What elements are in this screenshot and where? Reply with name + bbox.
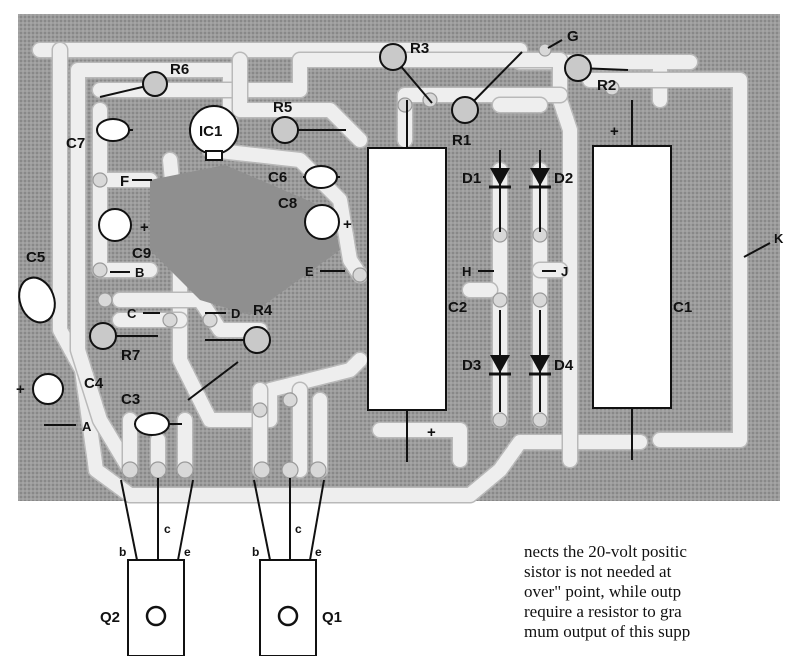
- body-text-line: sistor is not needed at: [524, 562, 672, 581]
- capacitor-c8: [304, 204, 340, 240]
- capacitor-c2: [367, 100, 447, 462]
- label-c4: C4: [84, 375, 104, 392]
- label-g: G: [567, 28, 579, 45]
- label-d1: D1: [462, 170, 481, 187]
- ground-plane-region: [150, 165, 340, 315]
- label-j: J: [561, 264, 568, 279]
- label-q1-pin-e: e: [315, 545, 322, 559]
- label-d3: D3: [462, 357, 481, 374]
- label-c8: C8: [278, 195, 297, 212]
- label-f: F: [120, 173, 129, 190]
- label-ic1: IC1: [199, 123, 222, 140]
- label-c6: C6: [268, 169, 287, 186]
- label-c1: C1: [673, 299, 692, 316]
- label-q1-pin-c: c: [295, 522, 302, 536]
- label-c: C: [127, 306, 137, 321]
- capacitor-c4: [32, 373, 64, 405]
- label-plus-c4: +: [16, 381, 25, 398]
- capacitor-c5: [18, 276, 56, 324]
- resistor-r7: [89, 322, 158, 350]
- transistor-q1-leads: [253, 478, 325, 561]
- resistor-r6: [99, 71, 168, 98]
- body-text-line: require a resistor to gra: [524, 602, 682, 621]
- label-plus-c1: +: [610, 123, 619, 140]
- label-q2-pin-e: e: [184, 545, 191, 559]
- solder-pads: [92, 43, 620, 479]
- label-c7: C7: [66, 135, 85, 152]
- label-plus-c2: +: [427, 424, 436, 441]
- label-r5: R5: [273, 99, 292, 116]
- test-point-markers: [44, 39, 771, 426]
- label-q2-pin-c: c: [164, 522, 171, 536]
- label-b: B: [135, 265, 144, 280]
- diode-d4: [529, 310, 551, 412]
- label-c3: C3: [121, 391, 140, 408]
- resistor-r1: [451, 51, 523, 124]
- diode-d2: [529, 150, 551, 232]
- label-h: H: [462, 264, 471, 279]
- label-r4: R4: [253, 302, 273, 319]
- resistor-r4: [205, 326, 271, 354]
- body-text-fragment: nects the 20-volt positic sistor is not …: [524, 542, 790, 656]
- body-text-line: mum output of this supp: [524, 622, 691, 641]
- capacitor-c6: [303, 165, 340, 189]
- label-c5: C5: [26, 249, 45, 266]
- label-plus-c9: +: [140, 219, 149, 236]
- diode-d1: [489, 150, 511, 232]
- capacitor-c7: [96, 118, 133, 142]
- resistor-r3: [379, 43, 433, 104]
- component-labels: R6 C7 IC1 R5 R3 R1 G R2 + F C6 D1 D2 C8 …: [16, 28, 784, 626]
- label-q2: Q2: [100, 609, 120, 626]
- capacitor-c9: [98, 208, 132, 242]
- capacitor-c1: [592, 100, 672, 460]
- label-q2-pin-b: b: [119, 545, 126, 559]
- resistor-r2: [564, 54, 629, 82]
- label-d: D: [231, 306, 240, 321]
- label-d2: D2: [554, 170, 573, 187]
- label-r7: R7: [121, 347, 140, 364]
- label-q1-pin-b: b: [252, 545, 259, 559]
- label-k: K: [774, 231, 784, 246]
- label-d4: D4: [554, 357, 574, 374]
- diode-d3: [489, 310, 511, 412]
- label-q1: Q1: [322, 609, 342, 626]
- label-a: A: [82, 419, 92, 434]
- body-text-line: nects the 20-volt positic: [524, 542, 687, 561]
- resistor-r5: [271, 116, 346, 144]
- capacitor-c3: [134, 361, 239, 436]
- label-r6: R6: [170, 61, 189, 78]
- label-c9: C9: [132, 245, 151, 262]
- ic-ic1: [189, 105, 239, 161]
- label-c2: C2: [448, 299, 467, 316]
- label-r3: R3: [410, 40, 429, 57]
- body-text-line: over" point, while outp: [524, 582, 682, 601]
- label-plus-c8: +: [343, 216, 352, 233]
- transistor-q2-leads: [120, 478, 194, 561]
- transistor-q1: [259, 559, 317, 656]
- label-r2: R2: [597, 77, 616, 94]
- label-e: E: [305, 264, 314, 279]
- transistor-q2: [127, 559, 185, 656]
- label-r1: R1: [452, 132, 471, 149]
